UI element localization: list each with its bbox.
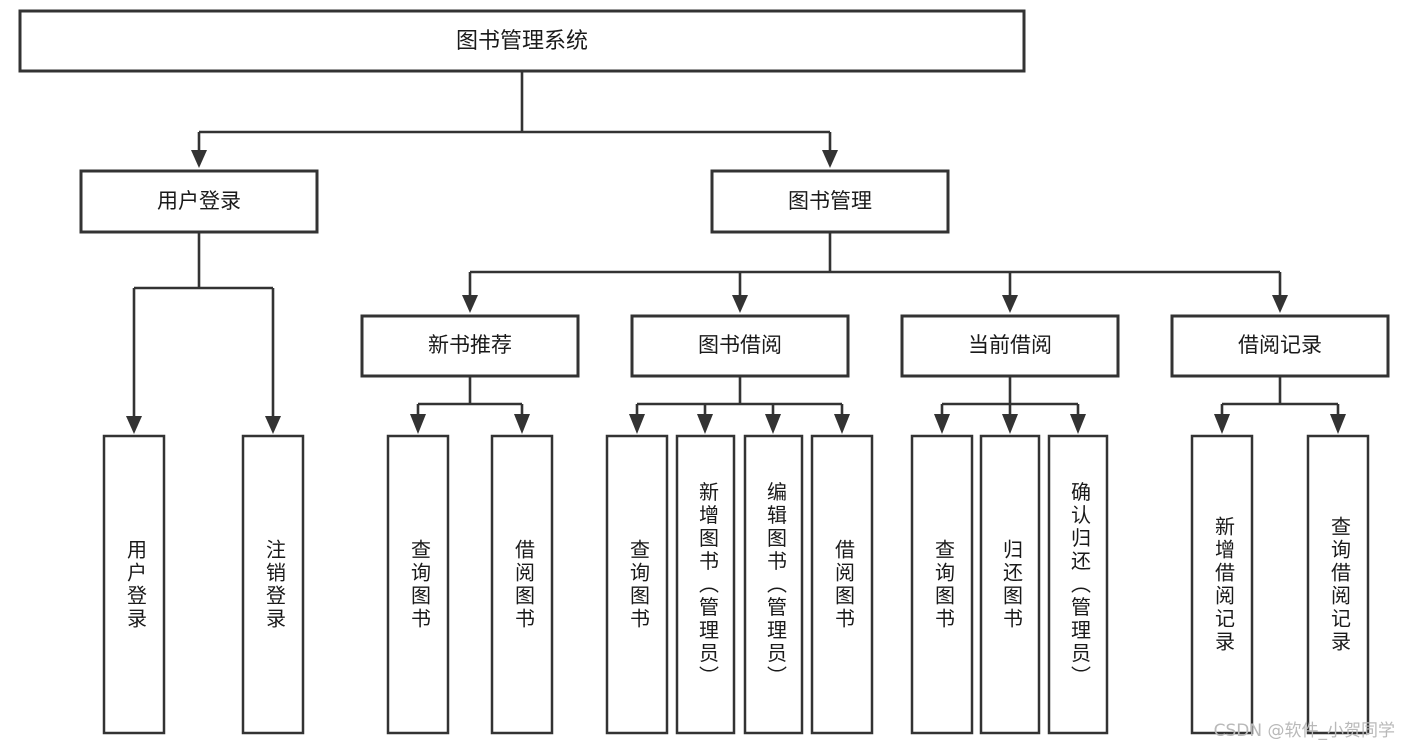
node-current-borrow-label: 当前借阅 (968, 333, 1052, 357)
node-leaf-user-logout[interactable]: 注销登录 (241, 434, 305, 735)
node-leaf-confirm-return-box[interactable] (1047, 434, 1109, 735)
arrowhead-book-management (822, 150, 838, 168)
node-book-management-box[interactable] (710, 169, 950, 234)
node-leaf-user-logout-label: 注销登录 (263, 539, 287, 631)
node-leaf-add-record-box[interactable] (1190, 434, 1254, 735)
node-leaf-query-book-1[interactable]: 查询图书 (386, 434, 450, 735)
node-leaf-edit-book[interactable]: 编辑图书（管理员） (743, 434, 804, 735)
node-leaf-query-record-label: 查询借阅记录 (1328, 516, 1352, 654)
node-borrow-record-box[interactable] (1170, 314, 1390, 378)
arrowhead-book-borrow (732, 295, 748, 313)
node-leaf-borrow-book-1-label: 借阅图书 (512, 539, 536, 631)
arrowhead-leaf-borrow-book-2 (834, 414, 850, 434)
node-current-borrow-box[interactable] (900, 314, 1120, 378)
arrowhead-leaf-add-book (697, 414, 713, 434)
node-leaf-add-book-box[interactable] (675, 434, 736, 735)
node-leaf-query-book-2[interactable]: 查询图书 (605, 434, 669, 735)
node-leaf-query-book-1-label: 查询图书 (408, 539, 432, 631)
node-leaf-user-login-box[interactable] (102, 434, 166, 735)
node-root-label: 图书管理系统 (456, 29, 588, 54)
node-new-book-recommend-box[interactable] (360, 314, 580, 378)
arrowhead-leaf-query-book-3 (934, 414, 950, 434)
node-leaf-borrow-book-1[interactable]: 借阅图书 (490, 434, 554, 735)
node-book-borrow-box[interactable] (630, 314, 850, 378)
node-borrow-record-label: 借阅记录 (1238, 333, 1322, 357)
node-book-management[interactable]: 图书管理 (710, 169, 950, 234)
arrowhead-borrow-record (1272, 295, 1288, 313)
node-leaf-borrow-book-2[interactable]: 借阅图书 (810, 434, 874, 735)
arrowhead-leaf-borrow-book-1 (514, 414, 530, 434)
arrowhead-leaf-query-book-1 (410, 414, 426, 434)
node-leaf-return-book[interactable]: 归还图书 (979, 434, 1041, 735)
node-borrow-record[interactable]: 借阅记录 (1170, 314, 1390, 378)
node-leaf-query-book-3-label: 查询图书 (932, 539, 956, 631)
node-leaf-user-login[interactable]: 用户登录 (102, 434, 166, 735)
node-leaf-query-book-2-box[interactable] (605, 434, 669, 735)
arrowhead-leaf-query-book-2 (629, 414, 645, 434)
node-user-login[interactable]: 用户登录 (79, 169, 319, 234)
arrowhead-leaf-add-record (1214, 414, 1230, 434)
arrowhead-current-borrow (1002, 295, 1018, 313)
node-user-login-label: 用户登录 (157, 189, 241, 213)
node-leaf-query-book-3[interactable]: 查询图书 (910, 434, 974, 735)
node-leaf-borrow-book-1-box[interactable] (490, 434, 554, 735)
node-current-borrow[interactable]: 当前借阅 (900, 314, 1120, 378)
node-leaf-add-record-label: 新增借阅记录 (1212, 516, 1236, 654)
arrowhead-leaf-user-logout (265, 416, 281, 434)
node-book-borrow[interactable]: 图书借阅 (630, 314, 850, 378)
node-leaf-query-record-box[interactable] (1306, 434, 1370, 735)
node-leaf-return-book-box[interactable] (979, 434, 1041, 735)
node-leaf-user-logout-box[interactable] (241, 434, 305, 735)
node-book-borrow-label: 图书借阅 (698, 333, 782, 357)
node-leaf-query-book-2-label: 查询图书 (627, 539, 651, 631)
node-leaf-borrow-book-2-label: 借阅图书 (832, 539, 856, 631)
node-leaf-confirm-return-label: 确认归还（管理员） (1068, 481, 1092, 688)
node-leaf-edit-book-box[interactable] (743, 434, 804, 735)
arrowhead-leaf-confirm-return (1070, 414, 1086, 434)
node-leaf-borrow-book-2-box[interactable] (810, 434, 874, 735)
arrowhead-leaf-edit-book (765, 414, 781, 434)
node-leaf-query-book-1-box[interactable] (386, 434, 450, 735)
node-leaf-add-record[interactable]: 新增借阅记录 (1190, 434, 1254, 735)
node-new-book-recommend[interactable]: 新书推荐 (360, 314, 580, 378)
node-leaf-return-book-label: 归还图书 (1000, 539, 1024, 631)
node-book-management-label: 图书管理 (788, 189, 872, 213)
connector-layer (126, 71, 1346, 434)
node-new-book-recommend-label: 新书推荐 (428, 333, 512, 357)
arrowhead-user-login (191, 150, 207, 168)
node-leaf-confirm-return[interactable]: 确认归还（管理员） (1047, 434, 1109, 735)
node-root[interactable]: 图书管理系统 (18, 9, 1026, 73)
node-user-login-box[interactable] (79, 169, 319, 234)
arrowhead-new-book-recommend (462, 295, 478, 313)
node-leaf-add-book-label: 新增图书（管理员） (696, 481, 720, 688)
arrowhead-leaf-user-login (126, 416, 142, 434)
node-root-box[interactable] (18, 9, 1026, 73)
node-leaf-add-book[interactable]: 新增图书（管理员） (675, 434, 736, 735)
node-leaf-edit-book-label: 编辑图书（管理员） (764, 481, 788, 688)
arrowhead-leaf-return-book (1002, 414, 1018, 434)
node-leaf-user-login-label: 用户登录 (124, 539, 148, 631)
node-leaf-query-record[interactable]: 查询借阅记录 (1306, 434, 1370, 735)
node-leaf-query-book-3-box[interactable] (910, 434, 974, 735)
arrowhead-leaf-query-record (1330, 414, 1346, 434)
